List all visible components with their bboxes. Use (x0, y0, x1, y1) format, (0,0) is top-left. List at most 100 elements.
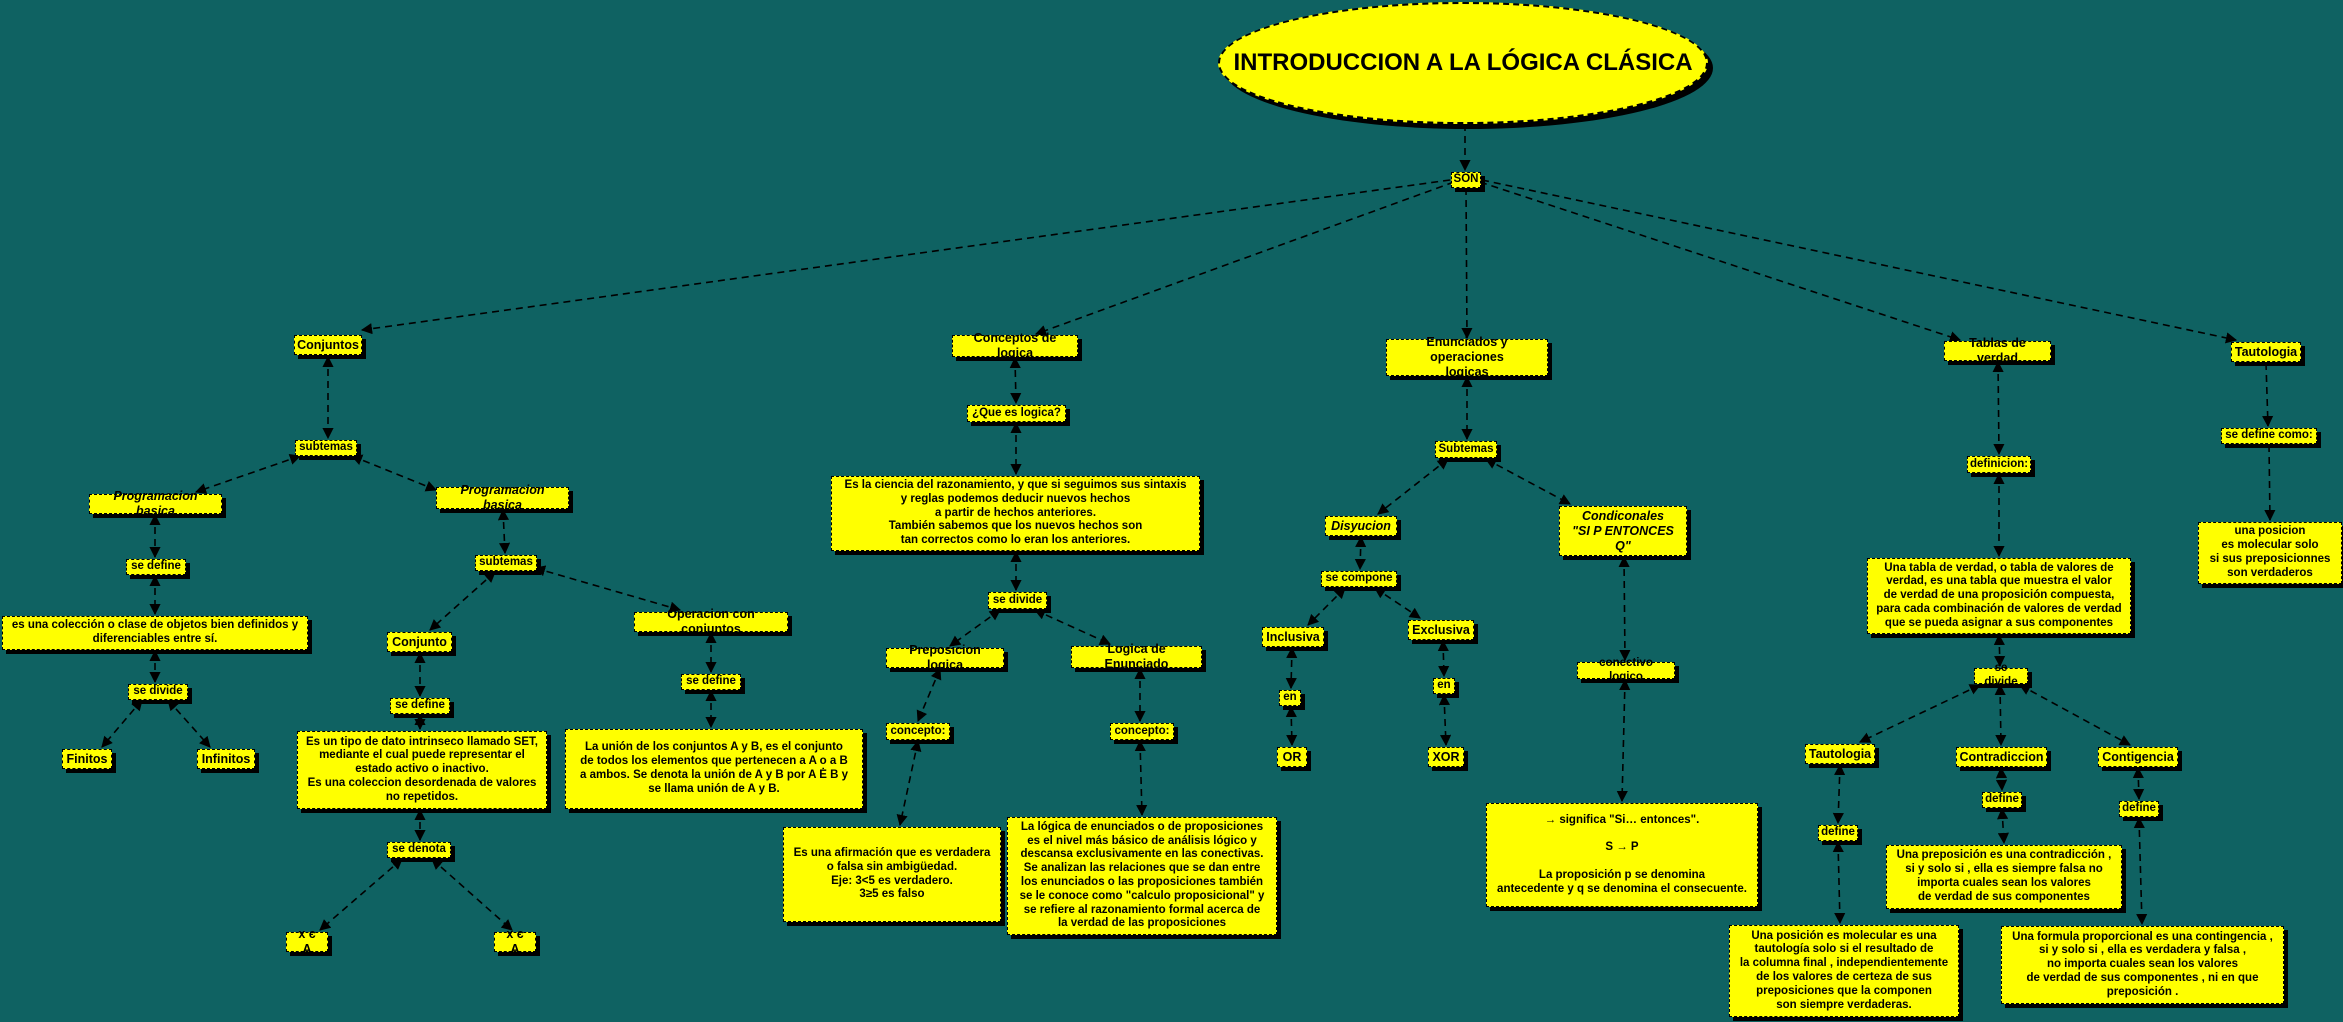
tautologia-sub-node: Tautologia (1805, 744, 1875, 764)
programacion-basica-left: Programacion basica (89, 489, 222, 518)
enunciados-operaciones-node: Enunciados y operaciones logicas (1386, 335, 1548, 379)
connector-line (1134, 739, 1148, 817)
condicionales-node: Condiconales "SI P ENTONCES Q" (1559, 506, 1687, 556)
connector-line (1285, 705, 1298, 747)
condicional-definition: → significa "Si… entonces". S → P La pro… (1486, 803, 1758, 907)
define-linker-2: define (1982, 792, 2022, 808)
connector-line (1033, 609, 1112, 645)
x-element-a-2: x є A (494, 927, 536, 956)
finitos-node: Finitos (62, 749, 112, 769)
connector-line (1858, 684, 1982, 743)
conjunto-set-definition: Es un tipo de dato intrinseco llamado SE… (297, 731, 547, 809)
define-linker-1: define (1818, 825, 1858, 841)
concepto-linker: concepto: (886, 723, 950, 740)
disyucion-node: Disyucion (1325, 516, 1397, 536)
connector-line (1832, 840, 1846, 925)
inclusiva-node: Inclusiva (1262, 627, 1324, 647)
connector-line (1034, 181, 1455, 336)
tautologia-node: Tautologia (2231, 342, 2301, 362)
infinitos-node: Infinitos (197, 749, 255, 769)
contingencia-definition: Una formula proporcional es una continge… (2001, 926, 2284, 1004)
se-denota-linker: se denota (387, 842, 451, 858)
or-node: OR (1277, 747, 1307, 767)
connector-line (1009, 356, 1022, 405)
exclusiva-node: Exclusiva (1408, 620, 1474, 640)
se-define-linker-2: se define (390, 698, 450, 714)
connector-line (916, 667, 942, 723)
contingencia-node: Contigencia (2098, 747, 2178, 767)
connector-line (1997, 807, 2009, 845)
operacion-conjuntos-node: Operacion con conjuntos (634, 607, 788, 636)
connector-line (167, 699, 211, 748)
connector-line (1485, 458, 1571, 505)
connector-line (1374, 587, 1421, 619)
se-define-linker: se define (126, 559, 186, 575)
concepto-linker-2: concepto: (1110, 723, 1174, 740)
connector-line (2262, 362, 2274, 428)
connector-line (2264, 444, 2276, 522)
connector-line (319, 858, 403, 931)
connector-line (497, 508, 511, 555)
contradiccion-definition: Una preposición es una contradicción , s… (1886, 845, 2122, 909)
connector-line (194, 454, 302, 494)
conjuntos-node: Conjuntos (294, 335, 362, 355)
conceptos-logica-node: Conceptos de logica (952, 331, 1078, 360)
connector-line (1995, 766, 2008, 792)
tabla-verdad-definition: Una tabla de verdad, o tabla de valores … (1867, 558, 2131, 634)
connector-line (1437, 639, 1450, 678)
connector-line (896, 739, 922, 827)
tautologia-definition: Una posición es molecular es una tautolo… (1729, 925, 1959, 1017)
se-compone-linker: se compone (1321, 571, 1397, 587)
connector-line (1461, 187, 1473, 340)
connector-line (429, 571, 496, 631)
en-linker-1: en (1279, 690, 1301, 706)
logica-enunciado-node: Logica de Enunciado (1071, 642, 1202, 671)
conjunto-node: Conjunto (387, 632, 452, 652)
programacion-basica-right: Programacion basica (436, 483, 569, 512)
que-es-logica-linker: ¿Que es logica? (967, 405, 1066, 422)
proposicion-definition: Es una afirmación que es verdadera o fal… (783, 827, 1001, 922)
connector-line (1992, 360, 2005, 456)
connector-line (360, 179, 1451, 335)
subtemas-linker-2: subtemas (475, 555, 537, 571)
subtemas-linker: subtemas (295, 440, 357, 456)
connector-line (2019, 684, 2131, 746)
se-define-linker-3: se define (681, 674, 741, 690)
connector-line (1481, 179, 2238, 344)
xor-node: XOR (1428, 747, 1464, 767)
connector-line (1618, 555, 1631, 662)
tautologia-main-definition: una posicion es molecular solo si sus pr… (2198, 522, 2342, 584)
logica-definition: Es la ciencia del razonamiento, y que si… (831, 476, 1200, 551)
connector-line (1994, 683, 2007, 747)
definicion-linker: definicion: (1967, 456, 2031, 473)
connector-line (1377, 458, 1449, 515)
en-linker-2: en (1433, 678, 1455, 694)
proposicion-logica-node: Preposicion logica (886, 643, 1004, 672)
connector-line (1993, 633, 2006, 668)
se-divide-linker-2: se divide (988, 592, 1047, 609)
connector-line (1832, 763, 1846, 825)
se-divide-linker: se divide (128, 684, 188, 700)
connector-line (2133, 816, 2148, 926)
connector-line (1307, 587, 1346, 626)
enunciado-definition: La lógica de enunciados o de proposicion… (1007, 817, 1277, 935)
connector-line (2132, 766, 2145, 801)
connector-line (101, 699, 143, 748)
son-linker: SON (1451, 172, 1481, 188)
connector-line (1285, 646, 1298, 690)
connector-line (1616, 678, 1631, 803)
main-title: INTRODUCCION A LA LÓGICA CLÁSICA (1218, 2, 1708, 124)
subtemas-linker-3: Subtemas (1435, 441, 1497, 458)
conectivo-logico-linker: conectivo logico (1577, 657, 1675, 683)
connector-line (431, 858, 513, 931)
connector-line (1354, 535, 1367, 571)
connector-line (350, 454, 438, 492)
x-element-a-1: x є A (286, 927, 328, 956)
se-divide-linker-3: se divide (1974, 662, 2028, 688)
connector-line (949, 609, 1001, 647)
union-definition: La unión de los conjuntos A y B, es el c… (565, 729, 863, 809)
define-linker-3: define (2119, 801, 2159, 817)
tablas-verdad-node: Tablas de verdad (1944, 336, 2051, 365)
connector-line (1479, 181, 1962, 343)
